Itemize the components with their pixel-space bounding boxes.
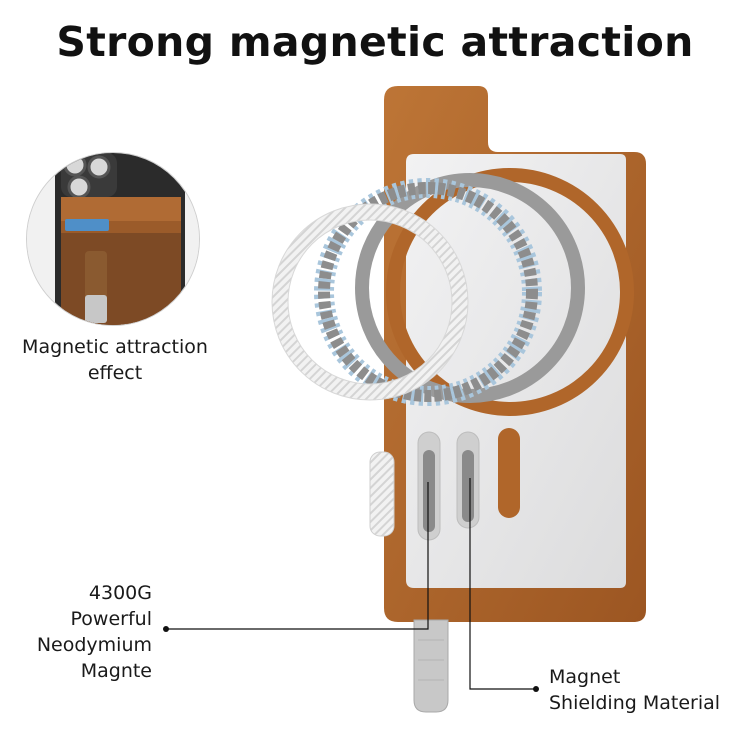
callout-line-shielding (469, 478, 539, 692)
white-hatched-ring (272, 204, 468, 400)
pull-strap (413, 619, 449, 713)
label-neodymium-magnet: 4300G Powerful Neodymium Magnte (36, 582, 152, 682)
side-clip (369, 451, 395, 537)
label-attraction-effect: Magnetic attraction effect (22, 336, 208, 384)
label-shielding-material: Magnet Shielding Material (549, 666, 721, 714)
magnet-strip-right (462, 450, 474, 522)
callout-line-magnet (163, 482, 429, 632)
page-title: Strong magnetic attraction (56, 18, 694, 66)
inset-photo (26, 152, 200, 326)
plate-slot-leather (498, 428, 520, 518)
inset-photo-drawing (27, 153, 199, 325)
magnet-ring-core (318, 182, 538, 402)
magnet-strip-left (423, 450, 435, 532)
leather-ring (386, 168, 634, 416)
